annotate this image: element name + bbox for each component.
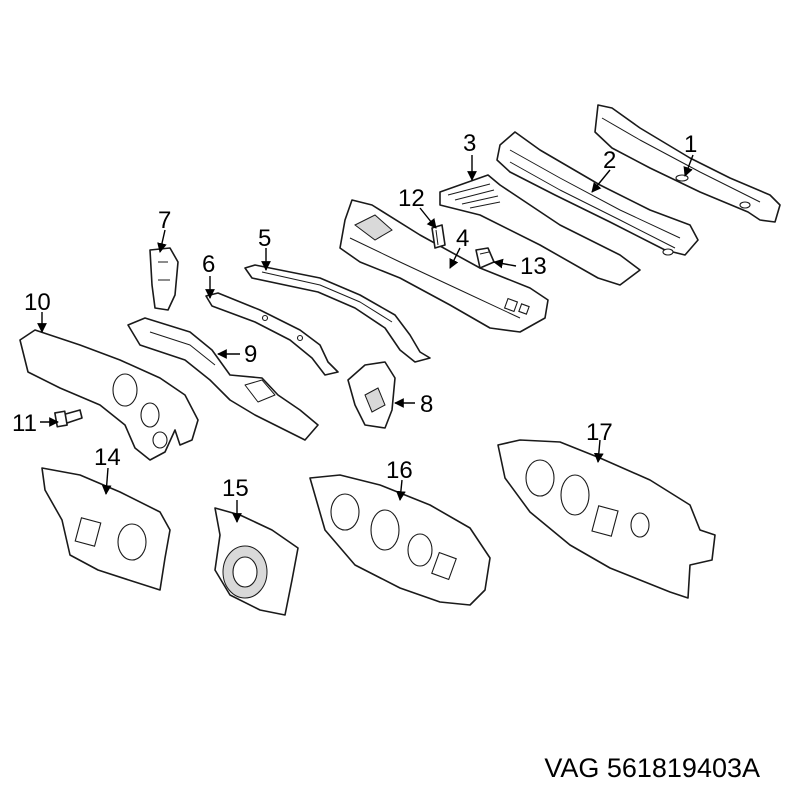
part-13-clip	[475, 247, 495, 269]
leader-12	[419, 207, 437, 229]
callout-7: 7	[158, 207, 171, 234]
callout-12: 12	[398, 185, 425, 212]
leader-14	[101, 467, 112, 495]
callout-3: 3	[463, 130, 476, 157]
part-4-plenum-panel	[339, 199, 549, 333]
leader-4	[449, 247, 461, 269]
leader-17	[593, 439, 604, 463]
part-5-reinforcement-bar	[244, 264, 431, 363]
leader-13	[493, 258, 517, 269]
part-number-label: VAG 561819403A	[544, 753, 760, 783]
callout-8: 8	[420, 391, 433, 418]
part-17-dash-panel	[497, 439, 716, 599]
callout-17: 17	[586, 419, 613, 446]
callout-10: 10	[24, 289, 51, 316]
part-12-clip	[431, 224, 446, 249]
callout-6: 6	[202, 251, 215, 278]
leader-16	[396, 479, 406, 501]
callout-11: 11	[12, 410, 37, 437]
part-6-bracket-bar	[205, 292, 339, 376]
part-3-cowl-grille	[439, 174, 641, 286]
part-8-side-bracket	[347, 361, 396, 429]
leader-1	[683, 154, 694, 177]
part-1-cowl-top-panel	[594, 104, 781, 223]
leader-7	[157, 229, 167, 253]
callout-5: 5	[258, 225, 271, 252]
callout-2: 2	[603, 147, 616, 174]
part-2-cowl-cross-member	[496, 131, 699, 256]
callout-labels: 1 2 3 4 5 6 7 8 9 10 11 12 13 14 15 16 1…	[12, 130, 697, 502]
part-7-vertical-bracket	[149, 247, 179, 311]
callout-16: 16	[386, 457, 413, 484]
part-11-bolt	[54, 409, 83, 428]
callout-1: 1	[684, 131, 697, 158]
callout-9: 9	[244, 341, 257, 368]
leader-2	[591, 169, 611, 193]
callout-14: 14	[94, 444, 121, 471]
leader-lines	[37, 154, 694, 523]
part-15-insulator	[214, 507, 299, 616]
part-16-dash-insulator	[309, 474, 491, 606]
callout-15: 15	[222, 475, 249, 502]
callout-13: 13	[520, 253, 547, 280]
callout-4: 4	[456, 225, 469, 252]
part-9-cross-beam	[127, 317, 319, 441]
part-10-left-insulator	[19, 329, 199, 461]
part-14-insulator	[41, 467, 171, 591]
